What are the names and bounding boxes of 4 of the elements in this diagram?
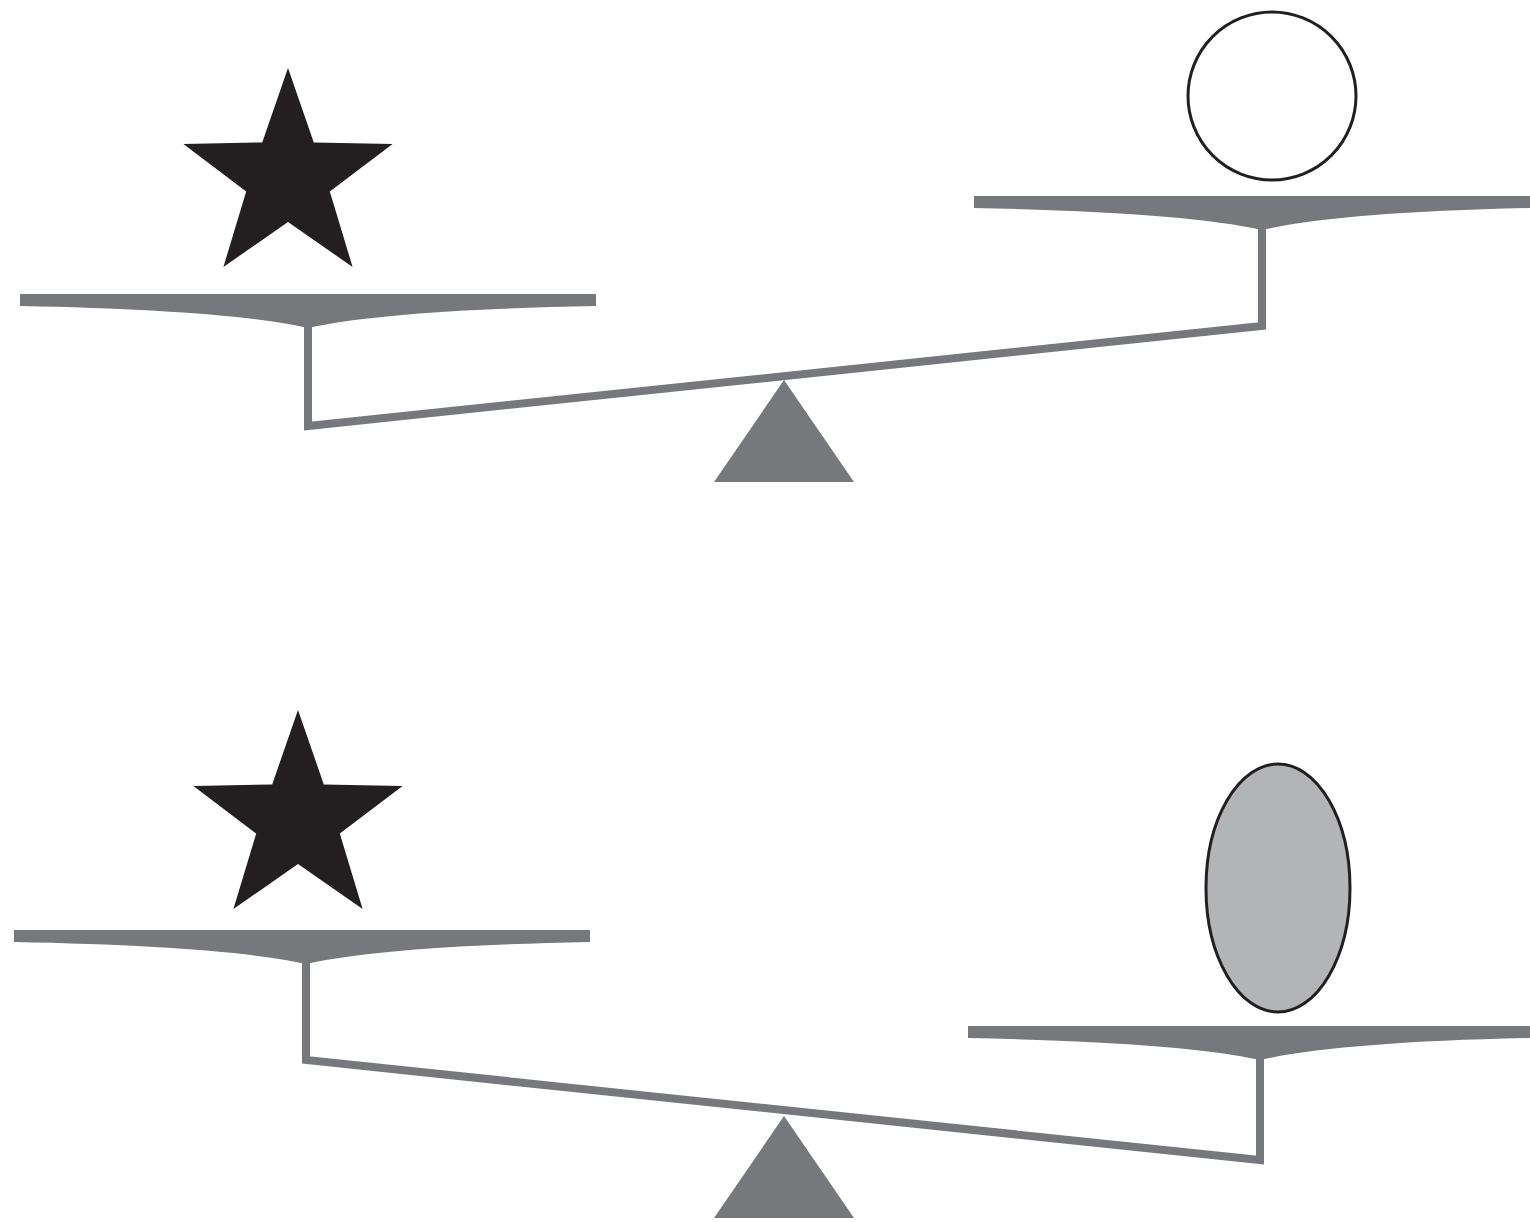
ellipse-shape: [1204, 762, 1352, 1014]
star-shape: [183, 68, 393, 267]
star-shape: [193, 710, 403, 909]
circle-shape: [1186, 10, 1358, 182]
